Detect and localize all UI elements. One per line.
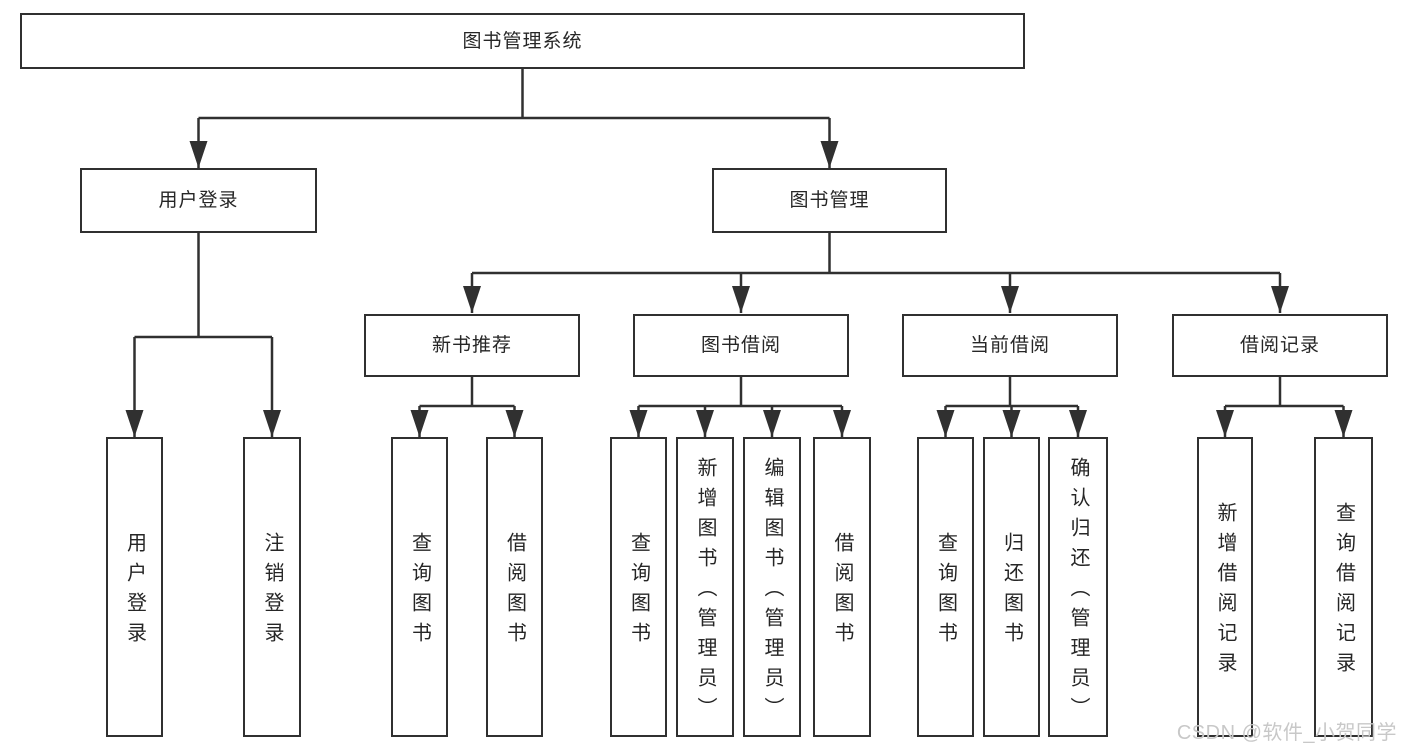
leaf-query-books-recommend: 查询图书 (391, 437, 448, 737)
arrowhead-icon (820, 141, 839, 168)
node-label: 用户登录 (158, 190, 239, 211)
arrowhead-icon (732, 286, 750, 313)
leaf-user-login: 用户登录 (106, 437, 163, 737)
leaf-return-books: 归还图书 (983, 437, 1040, 737)
leaf-add-book-admin: 新增图书（管理员） (676, 437, 734, 737)
node-label: 查询图书 (934, 532, 957, 652)
node-label: 注销登录 (261, 532, 283, 652)
arrowhead-icon (463, 286, 481, 313)
watermark: CSDN @软件_小贺同学 (1176, 722, 1397, 744)
node-label: 查询借阅记录 (1332, 502, 1355, 682)
node-borrowing-records: 借阅记录 (1172, 314, 1388, 377)
arrowhead-icon (263, 410, 281, 437)
node-label: 图书管理 (789, 190, 870, 211)
arrowhead-icon (763, 410, 781, 437)
node-label: 新增借阅记录 (1214, 502, 1236, 682)
connector-segments (133, 69, 1345, 437)
arrowhead-icon (936, 410, 955, 437)
arrowhead-icon (833, 410, 851, 437)
node-library-management-system: 图书管理系统 (20, 13, 1025, 69)
node-label: 借阅图书 (503, 532, 526, 652)
arrowhead-icon (1216, 410, 1234, 437)
node-label: 新增图书（管理员） (694, 457, 716, 727)
node-label: 编辑图书（管理员） (761, 457, 783, 727)
node-label: 查询图书 (408, 532, 431, 652)
arrowhead-icon (696, 410, 714, 437)
node-label: 确认归还（管理员） (1067, 457, 1089, 727)
leaf-confirm-return-admin: 确认归还（管理员） (1048, 437, 1108, 737)
leaf-query-books-current: 查询图书 (917, 437, 974, 737)
leaf-edit-book-admin: 编辑图书（管理员） (743, 437, 801, 737)
node-label: 用户登录 (123, 532, 146, 652)
node-label: 新书推荐 (431, 335, 512, 356)
leaf-borrow-books-borrowing: 借阅图书 (813, 437, 871, 737)
node-user-login: 用户登录 (80, 168, 317, 233)
arrowhead-icons (125, 141, 1353, 437)
leaf-query-borrow-record: 查询借阅记录 (1314, 437, 1373, 737)
arrowhead-icon (1334, 410, 1353, 437)
node-label: 借阅图书 (831, 532, 853, 652)
leaf-logout-login: 注销登录 (243, 437, 301, 737)
node-label: 图书管理系统 (462, 30, 583, 52)
arrowhead-icon (1069, 410, 1087, 437)
arrowhead-icon (189, 141, 208, 168)
node-new-book-recommend: 新书推荐 (364, 314, 580, 377)
arrowhead-icon (629, 410, 648, 437)
node-label: 当前借阅 (969, 335, 1050, 356)
node-label: 归还图书 (1000, 532, 1023, 652)
arrowhead-icon (410, 410, 429, 437)
arrowhead-icon (1271, 286, 1289, 313)
arrowhead-icon (1001, 286, 1019, 313)
leaf-query-books-borrowing: 查询图书 (610, 437, 667, 737)
leaf-borrow-books-recommend: 借阅图书 (486, 437, 543, 737)
arrowhead-icon (1002, 410, 1021, 437)
node-book-borrowing: 图书借阅 (633, 314, 849, 377)
node-label: 借阅记录 (1239, 335, 1320, 356)
arrowhead-icon (505, 410, 524, 437)
arrowhead-icon (125, 410, 144, 437)
node-label: 查询图书 (627, 532, 650, 652)
node-book-management: 图书管理 (712, 168, 947, 233)
node-current-borrowing: 当前借阅 (902, 314, 1118, 377)
node-label: 图书借阅 (700, 335, 781, 356)
leaf-add-borrow-record: 新增借阅记录 (1197, 437, 1253, 737)
